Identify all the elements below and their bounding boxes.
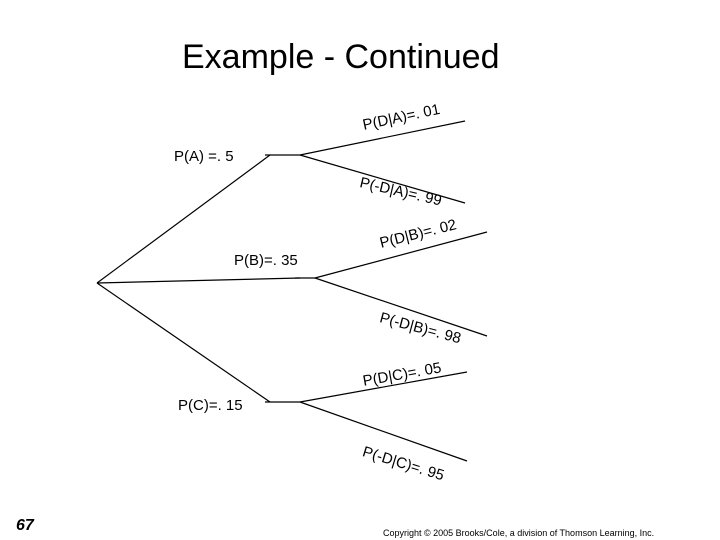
label-p-b: P(B)=. 35 (234, 252, 298, 269)
branch-d-given-a (299, 120, 466, 156)
label-p-a: P(A) =. 5 (174, 148, 234, 165)
branch-not-d-given-b (314, 277, 488, 337)
copyright-notice: Copyright © 2005 Brooks/Cole, a division… (383, 528, 655, 538)
branch-not-d-given-c (299, 401, 468, 462)
branch-not-d-given-a (299, 154, 466, 204)
slide-title: Example - Continued (182, 38, 500, 76)
branch-d-given-c (299, 371, 468, 403)
label-p-c: P(C)=. 15 (178, 397, 243, 414)
branch-d-given-b (314, 231, 488, 279)
branch-c (96, 282, 271, 403)
branch-b (96, 277, 301, 284)
page-number: 67 (16, 517, 34, 534)
branch-a (96, 154, 271, 284)
